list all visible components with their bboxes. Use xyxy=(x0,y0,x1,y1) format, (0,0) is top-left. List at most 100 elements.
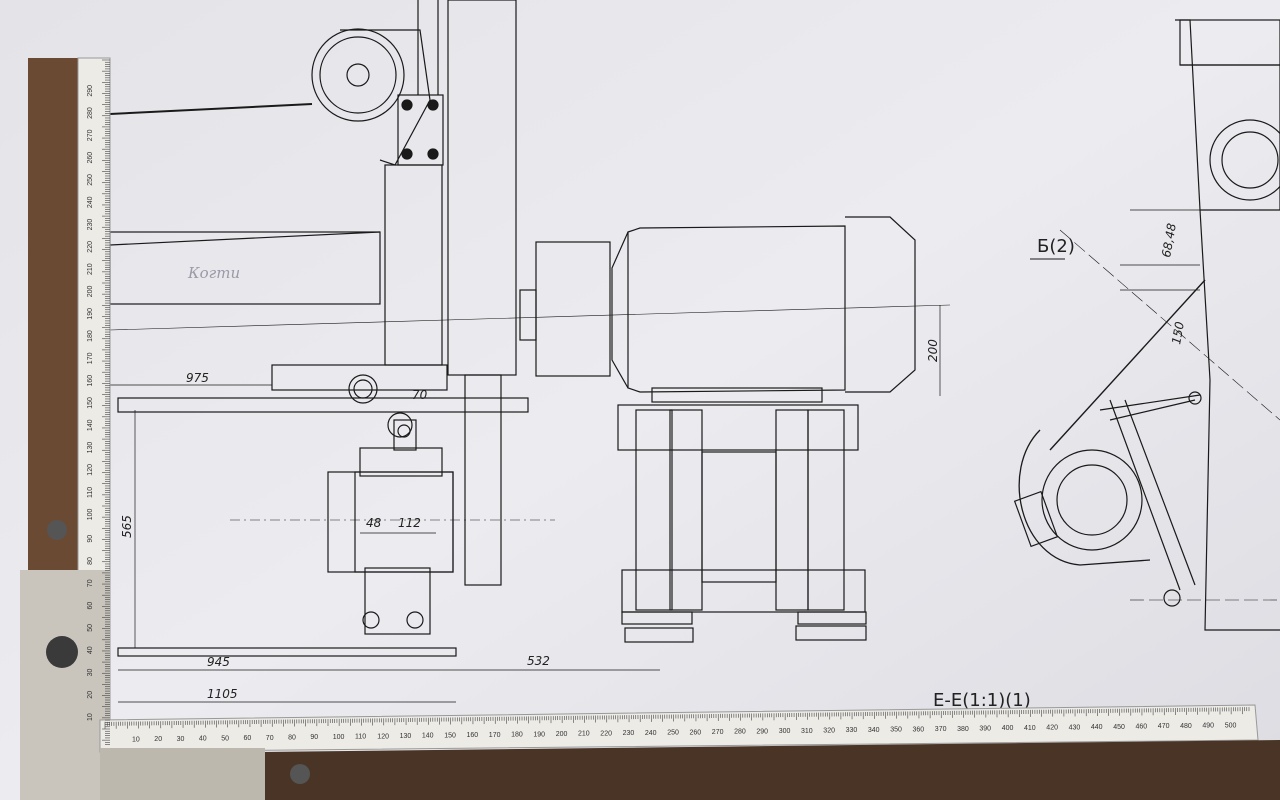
dim-6848: 68,48 xyxy=(1159,222,1179,259)
ruler-label: 110 xyxy=(87,487,94,498)
ruler-label: 200 xyxy=(556,731,568,738)
ruler-label: 50 xyxy=(221,735,229,742)
ruler-label: 230 xyxy=(87,219,94,231)
dim-112: 112 xyxy=(398,516,421,530)
ruler-label: 70 xyxy=(266,735,274,742)
ruler-label: 80 xyxy=(87,557,94,565)
dim-565: 565 xyxy=(120,515,134,538)
dim-70: 70 xyxy=(412,388,428,402)
ruler-label: 40 xyxy=(199,736,207,743)
ruler-label: 190 xyxy=(87,308,94,320)
ruler-label: 130 xyxy=(400,733,412,740)
ruler-label: 490 xyxy=(1202,723,1214,730)
ruler-label: 130 xyxy=(87,442,94,454)
ruler-label: 330 xyxy=(846,727,858,734)
dim-150: 150 xyxy=(1169,320,1187,345)
ruler-label: 410 xyxy=(1024,725,1036,732)
ruler-label: 30 xyxy=(87,669,94,677)
ruler-label: 10 xyxy=(87,713,94,721)
ruler-label: 500 xyxy=(1225,722,1237,729)
ruler-label: 250 xyxy=(87,174,94,186)
dim-975: 975 xyxy=(186,371,209,385)
ruler-label: 210 xyxy=(578,731,590,738)
ruler-label: 300 xyxy=(779,728,791,735)
ruler-label: 140 xyxy=(422,733,434,740)
ruler-label: 220 xyxy=(87,241,94,253)
dim-532: 532 xyxy=(527,654,550,668)
screw-icon xyxy=(47,520,67,540)
ruler-label: 290 xyxy=(756,728,768,735)
ruler-label: 100 xyxy=(87,509,94,521)
ruler-label: 20 xyxy=(87,691,94,699)
ruler-label: 240 xyxy=(87,196,94,208)
ruler-label: 280 xyxy=(734,729,746,736)
pulley xyxy=(311,28,405,122)
ruler-label: 350 xyxy=(890,727,902,734)
ruler-label: 90 xyxy=(87,535,94,543)
ruler-label: 470 xyxy=(1158,723,1170,730)
dimension-labels: 975 70 565 48 112 945 532 1105 200 68,48… xyxy=(120,222,1187,711)
l-square-ruler: 10 20 30 40 50 60 70 80 90 100 110 120 130 140 150 160 1… xyxy=(20,57,1280,800)
ruler-label: 20 xyxy=(154,736,162,743)
ruler-label: 160 xyxy=(467,732,479,739)
ruler-label: 220 xyxy=(600,730,612,737)
ruler-label: 60 xyxy=(244,735,252,742)
ruler-wood-horizontal xyxy=(260,740,1280,800)
handwritten-note: Когти xyxy=(187,264,240,282)
ruler-label: 80 xyxy=(288,734,296,741)
ruler-label: 270 xyxy=(87,129,94,141)
ruler-scale-horizontal xyxy=(99,704,1259,753)
section-title: E-E(1:1)(1) xyxy=(933,690,1031,711)
ruler-label: 90 xyxy=(310,734,318,741)
ruler-label: 150 xyxy=(87,397,94,409)
dim-48: 48 xyxy=(366,516,382,530)
ruler-label: 280 xyxy=(87,107,94,119)
knob-icon xyxy=(46,636,78,668)
technical-drawing xyxy=(109,0,1280,703)
ruler-label: 340 xyxy=(868,727,880,734)
ruler-label: 420 xyxy=(1046,725,1058,732)
ruler-label: 240 xyxy=(645,730,657,737)
ruler-label: 160 xyxy=(87,375,94,387)
ruler-label: 170 xyxy=(87,352,94,364)
ruler-label: 360 xyxy=(913,726,925,733)
ruler-label: 480 xyxy=(1180,723,1192,730)
ruler-label: 210 xyxy=(87,263,94,275)
ruler-label: 180 xyxy=(511,732,523,739)
dim-945: 945 xyxy=(207,655,230,669)
ruler-label: 370 xyxy=(935,726,947,733)
ruler-label: 50 xyxy=(87,624,94,632)
ruler-label: 460 xyxy=(1136,723,1148,730)
ruler-label: 260 xyxy=(690,729,702,736)
ruler-label: 170 xyxy=(489,732,501,739)
ruler-label: 290 xyxy=(87,85,94,97)
ruler-label: 430 xyxy=(1069,724,1081,731)
ruler-label: 200 xyxy=(87,286,94,298)
dim-1105: 1105 xyxy=(207,687,238,701)
ruler-label: 30 xyxy=(177,736,185,743)
ruler-label: 70 xyxy=(87,579,94,587)
ruler-label: 110 xyxy=(355,734,366,741)
ruler-label: 120 xyxy=(377,733,389,740)
ruler-label: 380 xyxy=(957,726,969,733)
ruler-label: 250 xyxy=(667,730,679,737)
screw-icon xyxy=(290,764,310,784)
ruler-label: 320 xyxy=(823,728,835,735)
ruler-label: 440 xyxy=(1091,724,1103,731)
ruler-label: 260 xyxy=(87,152,94,164)
section-marker: Б(2) xyxy=(1037,236,1075,257)
ruler-label: 450 xyxy=(1113,724,1125,731)
ruler-label: 100 xyxy=(333,734,345,741)
ruler-label: 150 xyxy=(444,732,456,739)
ruler-label: 60 xyxy=(87,602,94,610)
ruler-label: 310 xyxy=(801,728,813,735)
ruler-label: 390 xyxy=(979,725,991,732)
ruler-corner-bracket xyxy=(20,570,110,800)
ruler-label: 230 xyxy=(623,730,635,737)
ruler-label: 40 xyxy=(87,646,94,654)
ruler-label: 190 xyxy=(533,731,545,738)
ruler-label: 140 xyxy=(87,419,94,431)
ruler-label: 400 xyxy=(1002,725,1014,732)
